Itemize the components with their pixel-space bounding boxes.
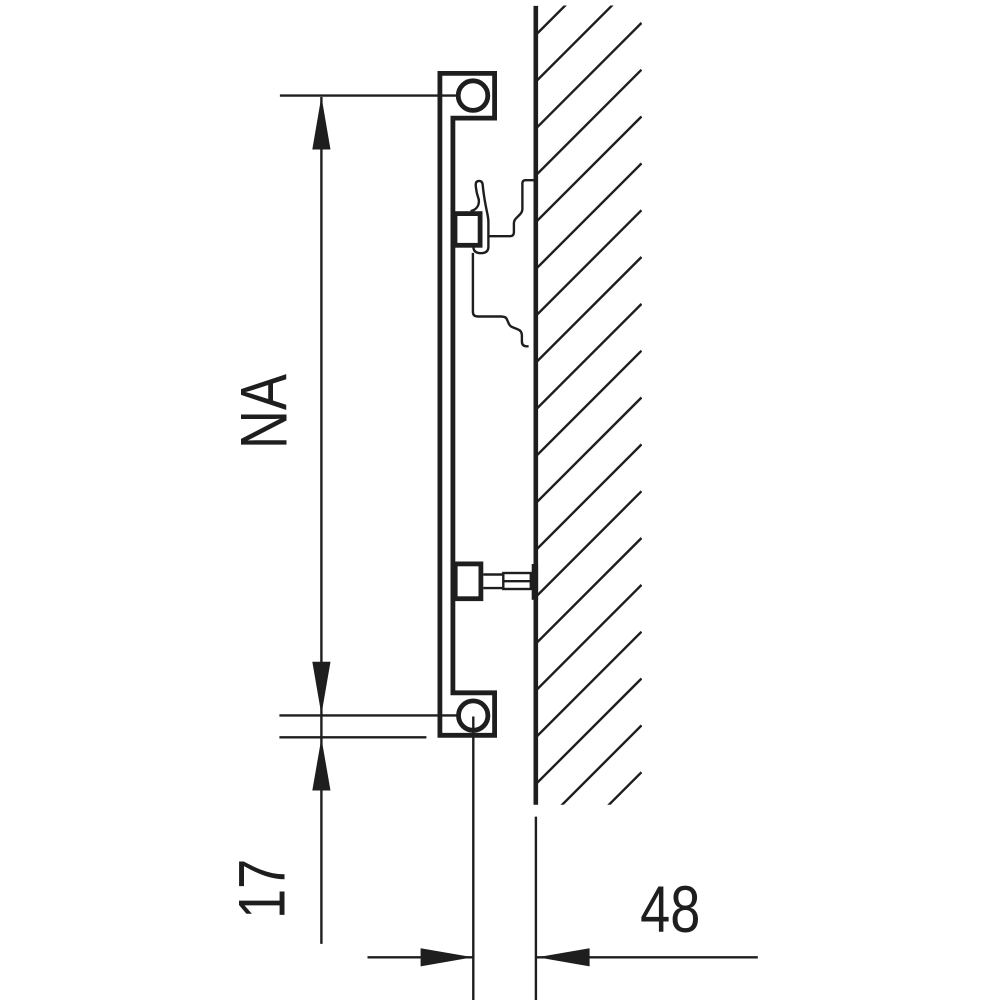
svg-text:48: 48 bbox=[640, 872, 700, 946]
svg-text:17: 17 bbox=[225, 859, 299, 919]
svg-text:NA: NA bbox=[227, 373, 301, 449]
